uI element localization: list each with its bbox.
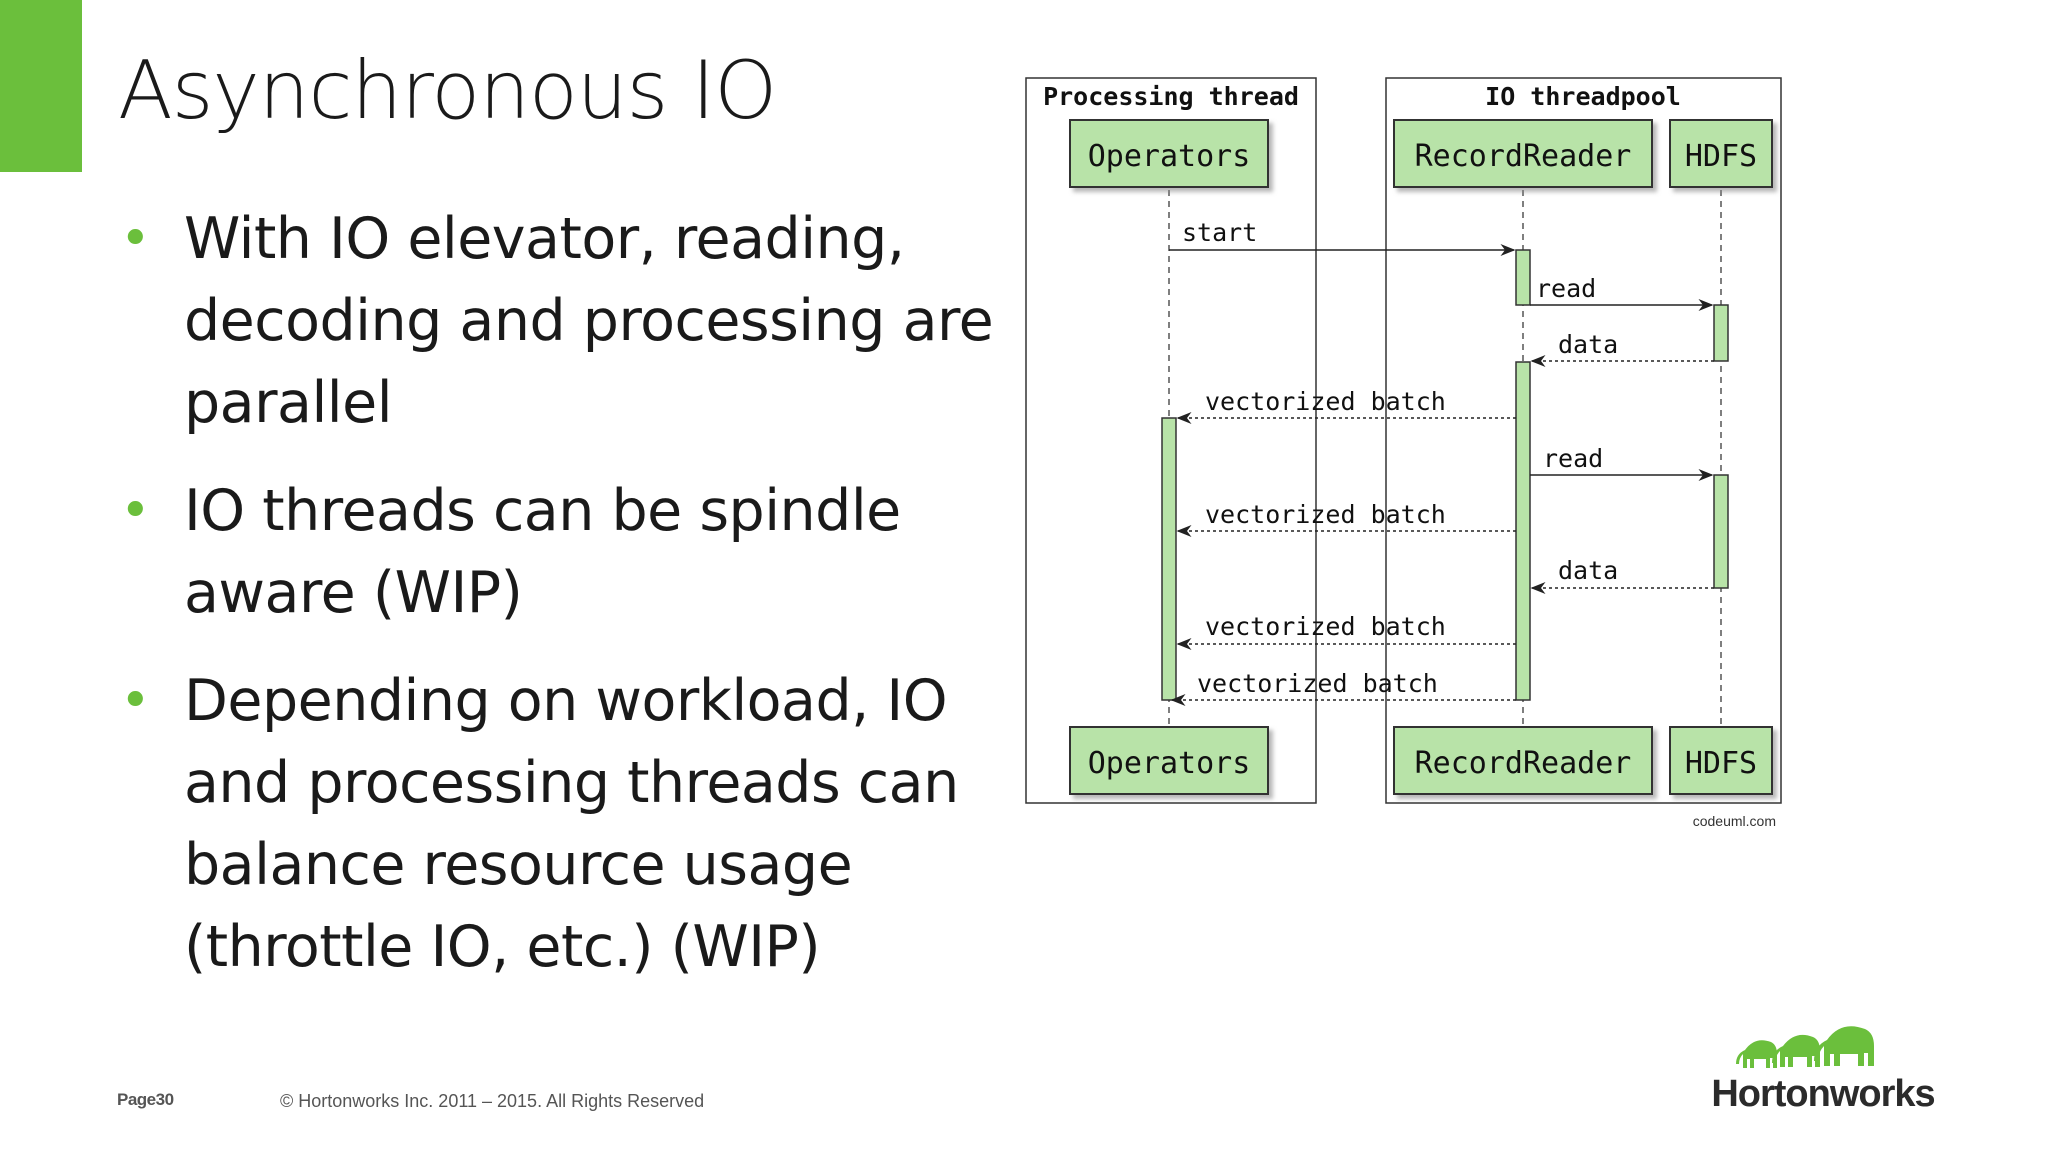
participant-label: RecordReader [1415,139,1632,174]
group-frame-processing-thread [1025,77,1317,804]
participant-label: RecordReader [1415,746,1632,781]
message-label: read [1543,444,1603,473]
participant-recordreader-top: RecordReader [1393,119,1653,188]
message-start: start [1169,218,1516,256]
message-label: data [1558,330,1618,359]
participant-hdfs-bottom: HDFS [1669,726,1773,795]
activation-bar-recordreader [1515,249,1531,306]
participant-label: HDFS [1685,139,1757,174]
bullet-text: With IO elevator, reading, decoding and … [184,206,994,436]
bullet-text: IO threads can be spindle aware (WIP) [184,478,901,626]
elephants-logo-icon [1736,1026,1874,1068]
bullet-dot-icon: • [120,481,151,541]
participant-label: Operators [1088,746,1251,781]
bullet-dot-icon: • [120,209,151,269]
participant-recordreader-bottom: RecordReader [1393,726,1653,795]
group-frame-io-threadpool [1385,77,1782,804]
hortonworks-logo: Hortonworks [1711,1026,1936,1115]
participant-operators-top: Operators [1069,119,1269,188]
bullet-dot-icon: • [120,671,151,731]
logo-wordmark: Hortonworks [1711,1073,1934,1115]
slide-title: Asynchronous IO [118,44,777,137]
message-vectorized-batch: vectorized batch [1176,500,1516,537]
message-vectorized-batch: vectorized batch [1170,669,1516,706]
bullet-text: Depending on workload, IO and processing… [184,668,959,980]
bullet-item: • Depending on workload, IO and processi… [118,660,998,988]
group-label-processing-thread: Processing thread [1043,82,1299,111]
message-read: read [1530,274,1714,311]
message-label: data [1558,556,1618,585]
message-label: vectorized batch [1205,387,1446,416]
bullet-list: • With IO elevator, reading, decoding an… [118,198,998,1014]
activation-bar-recordreader [1515,361,1531,701]
activation-bar-hdfs [1713,304,1729,362]
message-vectorized-batch: vectorized batch [1176,387,1516,424]
participant-hdfs-top: HDFS [1669,119,1773,188]
page-number: Page30 [117,1090,174,1109]
message-label: start [1182,218,1257,247]
accent-bar [0,0,82,172]
activation-bar-hdfs [1713,474,1729,589]
bullet-item: • IO threads can be spindle aware (WIP) [118,470,998,634]
message-read: read [1530,444,1714,481]
message-label: vectorized batch [1205,612,1446,641]
copyright-notice: © Hortonworks Inc. 2011 – 2015. All Righ… [280,1091,705,1111]
group-label-io-threadpool: IO threadpool [1485,82,1681,111]
participant-label: HDFS [1685,746,1757,781]
sequence-diagram: Processing thread IO threadpool Operator… [1025,77,1782,829]
bullet-item: • With IO elevator, reading, decoding an… [118,198,998,444]
message-data: data [1530,330,1714,367]
participant-operators-bottom: Operators [1069,726,1269,795]
diagram-credit: codeuml.com [1693,813,1776,829]
message-label: vectorized batch [1197,669,1438,698]
activation-bar-operators [1161,417,1177,701]
message-label: vectorized batch [1205,500,1446,529]
message-vectorized-batch: vectorized batch [1176,612,1516,650]
message-data: data [1530,556,1714,594]
participant-label: Operators [1088,139,1251,174]
message-label: read [1536,274,1596,303]
